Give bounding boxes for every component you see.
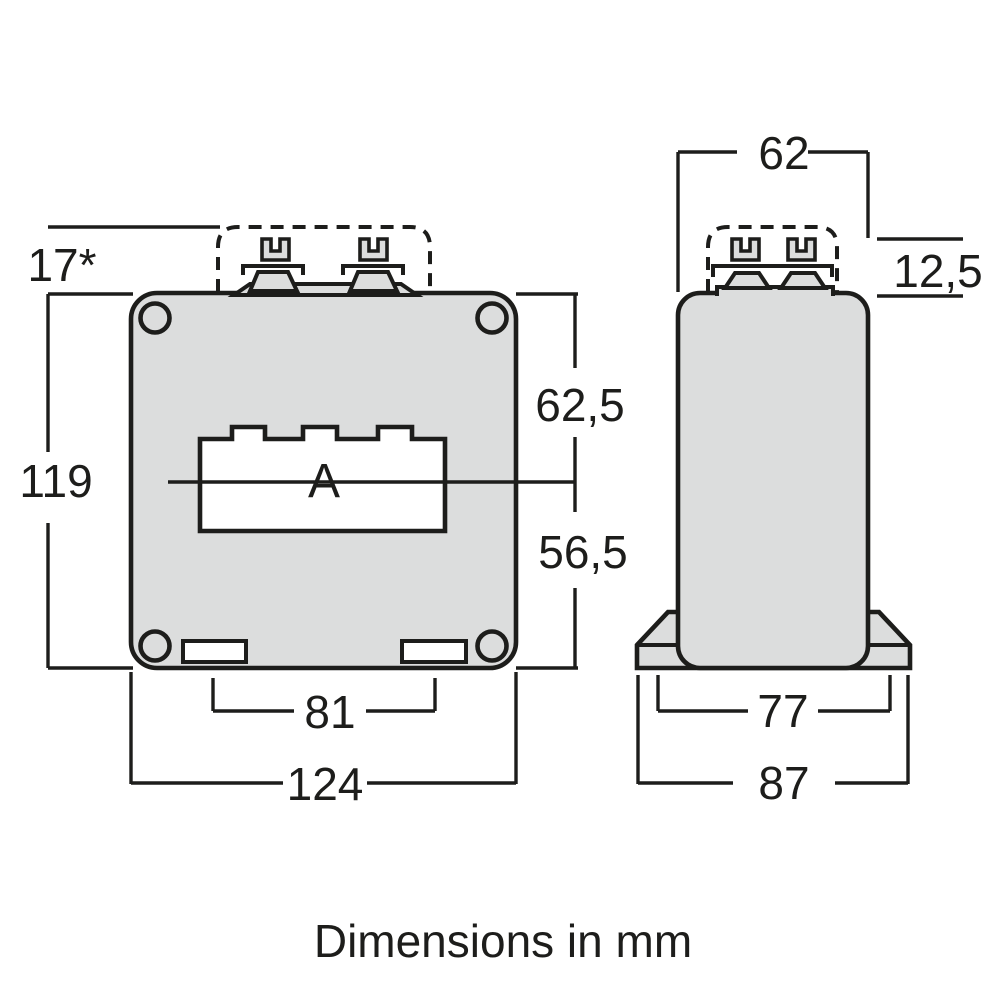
mounting-hole-top-left	[138, 301, 172, 335]
dimension-foot-overall-width-87: 87	[636, 675, 910, 809]
mounting-hole-top-right	[475, 301, 509, 335]
dimension-foot-inner-width-77: 77	[656, 675, 892, 737]
dimension-label-lower: 56,5	[538, 526, 628, 578]
terminal-clamp-right	[341, 264, 405, 275]
units-caption: Dimensions in mm	[314, 915, 692, 967]
dimension-label: 119	[19, 455, 92, 507]
dimension-label: 77	[757, 685, 808, 737]
dimension-slot-spacing-81: 81	[211, 678, 437, 738]
dimension-terminal-block-height-12-5: 12,5	[877, 237, 983, 298]
front-view: A	[128, 225, 576, 671]
aperture-label: A	[308, 455, 340, 508]
terminal-bump-right	[777, 271, 829, 290]
terminal-clamp-left	[241, 264, 305, 275]
dimension-overall-height-119: 119	[19, 294, 133, 670]
dimension-label: 12,5	[893, 245, 983, 297]
dimension-label: 124	[287, 758, 364, 810]
dimension-terminal-height-17: 17*	[27, 225, 220, 296]
side-terminal-assembly	[706, 225, 839, 296]
mounting-slot-right	[400, 639, 468, 664]
dimension-label: 81	[304, 686, 355, 738]
terminal-clamp-bar	[711, 264, 834, 277]
terminal-cover-dashed-outline	[216, 225, 432, 292]
terminal-bump-left	[246, 270, 301, 293]
side-body	[675, 290, 871, 671]
dimension-label: 87	[758, 757, 809, 809]
mounting-slot-left	[181, 639, 248, 664]
terminal-screw-right	[786, 237, 817, 262]
terminal-screw-left	[260, 237, 291, 262]
side-view	[634, 225, 913, 671]
front-terminal-assembly	[216, 225, 432, 297]
terminal-screw-left	[730, 237, 761, 262]
dimension-body-depth-62: 62	[676, 127, 870, 292]
aperture-window	[197, 424, 448, 534]
terminal-cover-dashed-outline	[706, 225, 839, 292]
dimension-label-upper: 62,5	[535, 379, 625, 431]
dimension-axis-split-62-5-56-5: 62,5 56,5	[516, 292, 628, 670]
terminal-bump-left	[721, 271, 773, 290]
terminal-screw-right	[358, 237, 389, 262]
mounting-hole-bottom-left	[138, 629, 172, 663]
dimension-label: 62	[758, 127, 809, 179]
dimension-label: 17*	[27, 239, 96, 291]
dimension-overall-width-124: 124	[129, 672, 518, 810]
terminal-bump-right	[346, 270, 401, 293]
mounting-hole-bottom-right	[475, 629, 509, 663]
